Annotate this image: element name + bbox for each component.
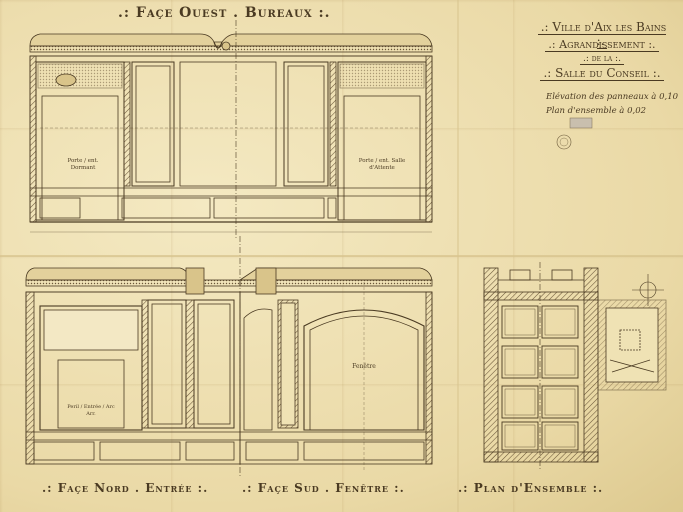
scale-elevation: Elévation des panneaux à 0,10 [546,92,679,102]
label-fenetre: Fenêtre [352,363,376,370]
title-face-sud: .: Façe Sud . Fenêtre :. [242,481,405,495]
label-porte-left: Porte / ent. Dormant [67,158,99,171]
scale-plan: Plan d'ensemble à 0,02 [546,106,647,116]
cartouche-room: .: Salle du Conseil :. [532,66,672,81]
title-face-nord: .: Façe Nord . Entrée :. [42,481,209,495]
plan-ensemble [483,267,667,463]
cartouche-town: .: Ville d'Aix les Bains :. [532,20,672,49]
title-block-stamp [556,117,593,150]
plan-axis-marker [539,262,664,470]
cartouche-project: .: Agrandissement :. [532,38,672,52]
label-porte-right: Porte / ent. Salle d'Attente [358,158,406,171]
cartouche-de-la: .: de la :. [532,54,672,65]
label-peril-entree: Peril / Entrée / Arc Arr. [67,404,115,417]
elevation-face-nord [25,267,241,465]
elevation-face-ouest [29,33,433,223]
title-face-ouest: .: Façe Ouest . Bureaux :. [118,5,331,21]
elevation-face-sud [238,267,433,465]
title-plan-ensemble: .: Plan d'Ensemble :. [458,481,604,495]
